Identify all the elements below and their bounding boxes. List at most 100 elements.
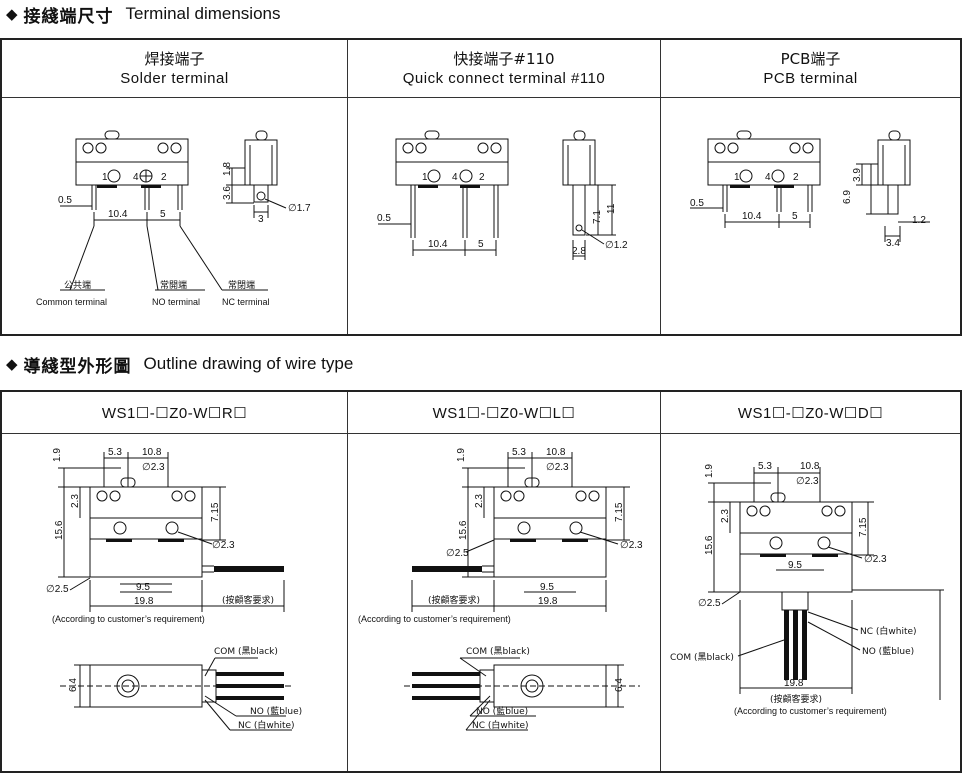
wd-dim-phi23: ∅2.3 <box>796 476 819 487</box>
wd-dim-95: 9.5 <box>788 560 802 571</box>
solder-pin-1: 1 <box>102 172 108 183</box>
quick-pin-4: 4 <box>452 172 458 183</box>
diamond-bullet-icon: ◆ <box>6 5 18 23</box>
wr-dim-phi25: ∅2.5 <box>46 584 69 595</box>
quick-dim-11: 11 <box>606 203 617 214</box>
wr-dim-phi23b: ∅2.3 <box>212 540 235 551</box>
wr-dim-19: 1.9 <box>52 448 63 462</box>
section-title-en: Terminal dimensions <box>125 4 281 23</box>
pcb-pin-4: 4 <box>765 172 771 183</box>
no-terminal-en: NO terminal <box>152 297 200 307</box>
solder-dim-104: 10.4 <box>108 209 128 220</box>
wl-req-en: (According to customer’s requirement) <box>358 614 511 624</box>
wl-nc: NC (白white) <box>472 719 529 731</box>
wr-dim-108: 10.8 <box>142 447 162 458</box>
solder-dim-3: 3 <box>258 214 264 225</box>
wr-dim-95: 9.5 <box>136 582 150 593</box>
solder-dim-5: 5 <box>160 209 166 220</box>
wire-model-r: WS1☐-☐Z0-W☐R☐ <box>2 392 347 434</box>
wd-dim-156: 15.6 <box>704 535 715 555</box>
wl-com: COM (黑black) <box>466 646 530 657</box>
wd-dim-phi23b: ∅2.3 <box>864 554 887 565</box>
pcb-dim-05: 0.5 <box>690 198 704 209</box>
wr-com: COM (黑black) <box>214 646 278 657</box>
wl-dim-53: 5.3 <box>512 447 526 458</box>
solder-terminal-header: 焊接端子 Solder terminal <box>2 40 347 98</box>
wr-dim-715: 7.15 <box>210 502 221 522</box>
nc-terminal-en: NC terminal <box>222 297 270 307</box>
pcb-dim-5: 5 <box>792 211 798 222</box>
pcb-title-en: PCB terminal <box>763 69 858 87</box>
pcb-dim-69: 6.9 <box>842 190 853 204</box>
wr-req-zh: (按顧客要求) <box>222 594 274 606</box>
wd-nc: NC (白white) <box>860 625 917 637</box>
wl-dim-156: 15.6 <box>458 520 469 540</box>
solder-pin-2: 2 <box>161 172 167 183</box>
wr-dim-198: 19.8 <box>134 596 154 607</box>
wl-dim-23: 2.3 <box>474 494 485 508</box>
quick-dim-104: 10.4 <box>428 239 448 250</box>
pcb-dim-104: 10.4 <box>742 211 762 222</box>
wl-dim-phi23: ∅2.3 <box>546 462 569 473</box>
wr-dim-phi23: ∅2.3 <box>142 462 165 473</box>
quick-dim-71: 7.1 <box>592 210 603 224</box>
pcb-pin-2: 2 <box>793 172 799 183</box>
wr-dim-156: 15.6 <box>54 520 65 540</box>
wd-req-zh: (按顧客要求) <box>770 693 822 705</box>
wr-no: NO (藍blue) <box>250 705 302 717</box>
quick-dim-05: 0.5 <box>377 213 391 224</box>
wl-dim-198: 19.8 <box>538 596 558 607</box>
quick-title-zh: 快接端子#110 <box>453 49 555 68</box>
pcb-terminal-header: PCB端子 PCB terminal <box>661 40 960 98</box>
wr-req-en: (According to customer’s requirement) <box>52 614 205 624</box>
wl-dim-108: 10.8 <box>546 447 566 458</box>
wd-com: COM (黑black) <box>670 652 734 663</box>
wd-req-en: (According to customer’s requirement) <box>734 706 887 716</box>
no-terminal-zh: 常開端 <box>160 279 187 291</box>
pcb-pin-1: 1 <box>734 172 740 183</box>
wd-no: NO (藍blue) <box>862 645 914 657</box>
quick-pin-2: 2 <box>479 172 485 183</box>
quick-pin-1: 1 <box>422 172 428 183</box>
wl-no: NO (藍blue) <box>476 705 528 717</box>
wl-dim-715: 7.15 <box>614 502 625 522</box>
wl-dim-95: 9.5 <box>540 582 554 593</box>
quick-dim-phi12: ∅1.2 <box>605 240 628 251</box>
solder-dim-phi17: ∅1.7 <box>288 203 311 214</box>
common-terminal-en: Common terminal <box>36 297 107 307</box>
wd-dim-phi25: ∅2.5 <box>698 598 721 609</box>
diamond-bullet-icon: ◆ <box>6 355 18 373</box>
wire-outline-panel: WS1☐-☐Z0-W☐R☐ WS1☐-☐Z0-W☐L☐ WS1☐-☐Z0-W☐D… <box>0 390 962 773</box>
wr-nc: NC (白white) <box>238 719 295 731</box>
wr-dim-23: 2.3 <box>70 494 81 508</box>
solder-pin-4: 4 <box>133 172 139 183</box>
wr-dim-64: 6.4 <box>68 678 79 692</box>
wr-dim-53: 5.3 <box>108 447 122 458</box>
solder-dim-18: 1.8 <box>222 162 233 176</box>
section-terminal-dimensions-header: ◆ 接綫端尺寸 Terminal dimensions <box>6 2 281 27</box>
wl-dim-64: 6.4 <box>614 678 625 692</box>
section2-title-en: Outline drawing of wire type <box>143 354 354 373</box>
quick-terminal-header: 快接端子#110 Quick connect terminal #110 <box>348 40 660 98</box>
pcb-dim-39: 3.9 <box>852 168 863 182</box>
wd-dim-715: 7.15 <box>858 517 869 537</box>
wl-req-zh: (按顧客要求) <box>428 594 480 606</box>
pcb-dim-12: 1.2 <box>912 215 926 226</box>
quick-dim-5: 5 <box>478 239 484 250</box>
wd-dim-23: 2.3 <box>720 509 731 523</box>
nc-terminal-zh: 常閉端 <box>228 279 255 291</box>
solder-title-zh: 焊接端子 <box>144 49 205 68</box>
wd-dim-19: 1.9 <box>704 464 715 478</box>
common-terminal-zh: 公共端 <box>64 279 91 291</box>
section-title-zh: 接綫端尺寸 <box>23 6 114 27</box>
solder-dim-05: 0.5 <box>58 195 72 206</box>
wd-dim-108: 10.8 <box>800 461 820 472</box>
wd-dim-53: 5.3 <box>758 461 772 472</box>
quick-title-en: Quick connect terminal #110 <box>402 69 606 87</box>
wl-dim-phi25: ∅2.5 <box>446 548 469 559</box>
